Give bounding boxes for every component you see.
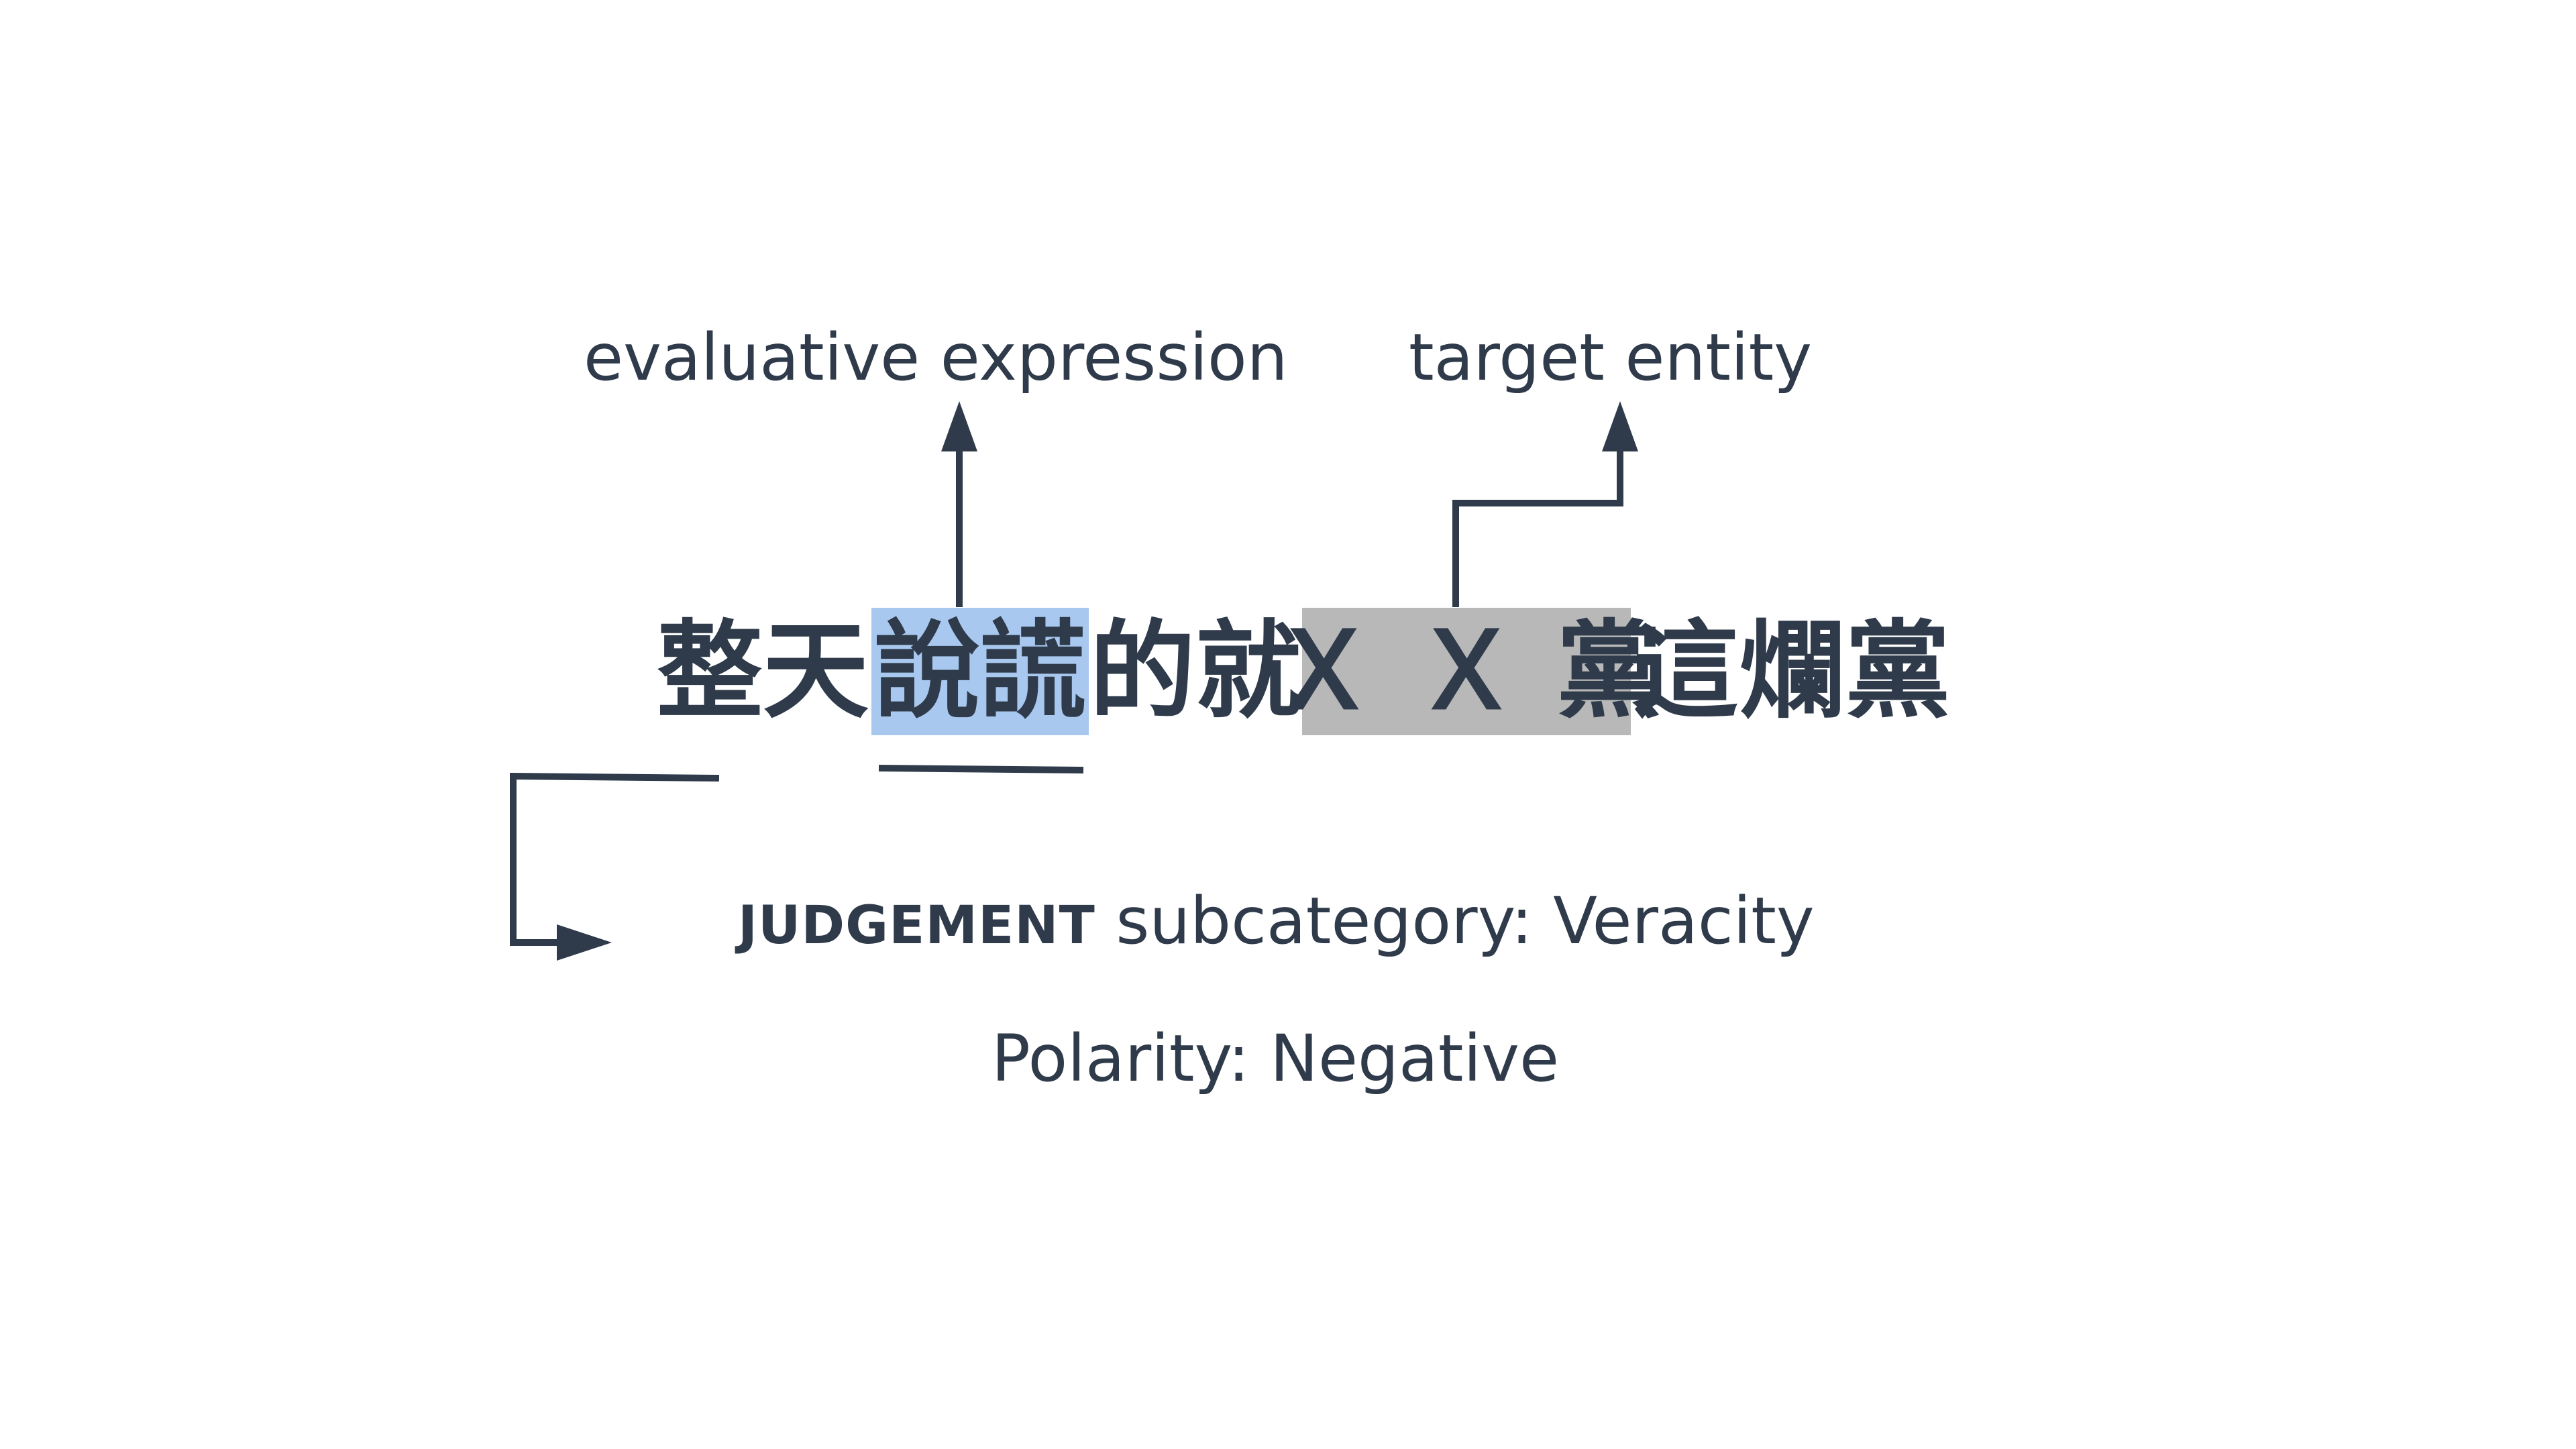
category-connector-shaft (510, 772, 720, 946)
sentence-middle: 的就 (1089, 610, 1301, 733)
category-arrow-head (557, 924, 612, 961)
category-key: JUDGEMENT (738, 896, 1095, 956)
target-span-highlight: Ｘ Ｘ 黨 (1271, 608, 1662, 735)
target-arrow-head (1602, 401, 1638, 451)
evaluative-expression-label: evaluative expression (584, 320, 1288, 395)
category-subcategory: subcategory: Veracity (1095, 883, 1815, 959)
sentence-suffix: 這爛黨 (1633, 610, 1951, 733)
evaluative-span-highlight: 說謊 (871, 608, 1089, 735)
annotated-sentence: 整天 說謊 的就 Ｘ Ｘ 黨 這爛黨 (654, 608, 1953, 735)
target-arrow-shaft (1452, 448, 1623, 607)
sentence-prefix: 整天 (657, 610, 869, 733)
target-entity-label: target entity (1409, 320, 1813, 395)
polarity-label: Polarity: Negative (991, 1021, 1559, 1096)
evaluative-arrow-head (941, 401, 977, 451)
evaluative-underline (878, 765, 1084, 773)
category-line: JUDGEMENT subcategory: Veracity (738, 889, 1815, 953)
